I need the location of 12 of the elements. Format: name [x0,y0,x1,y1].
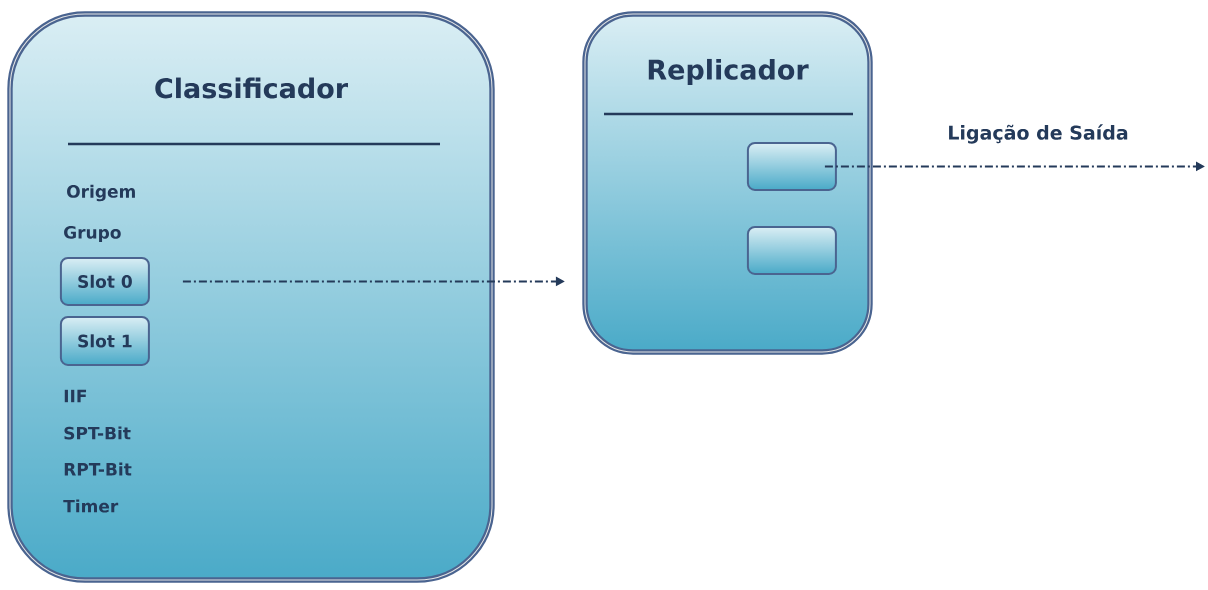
empty-box [746,225,837,275]
edge-label: Ligação de Saída [949,124,1128,144]
field-label: RPT-Bit [64,462,132,476]
field-label: IIF [64,389,87,403]
container-box: Replicador [582,11,873,355]
slot-box: Slot 1 [59,315,150,366]
field-label: SPT-Bit [64,426,131,440]
field-label: Timer [63,499,119,513]
empty-box [746,141,837,191]
field-label: Grupo [64,225,121,243]
slot-box: Slot 0 [59,256,150,306]
field-label: Origem [67,184,135,202]
